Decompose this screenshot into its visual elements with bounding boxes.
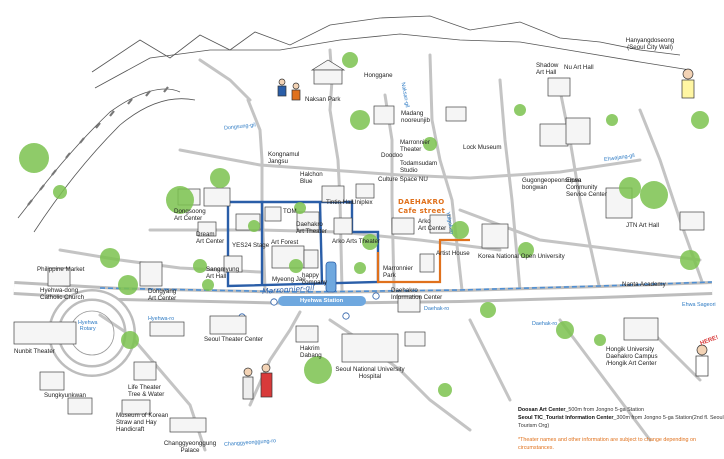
place-art-forest[interactable]: Art Forest [271,239,299,246]
place-ehwa-center[interactable]: Ehwa Community Service Center [566,177,607,198]
trees [19,52,709,397]
place-life-theater[interactable]: Life Theater Tree & Water [128,384,165,398]
place-dongyang[interactable]: Dongyang Art Center [148,288,177,302]
place-madang[interactable]: Madang nooreunjib [401,110,430,124]
road-daehak-ro: Daehak-ro [424,306,450,312]
place-arko-art-center[interactable]: Arko Art Center [418,218,447,232]
place-sangmyung[interactable]: Sangmyung Art Hall [206,266,240,280]
road-hyehwa-ro: Hyehwa-ro [148,316,175,322]
place-hakrim-dabang[interactable]: Hakrim Dabang [300,345,322,359]
place-hyehwa-church[interactable]: Hyehwa-dong Catholic Church [40,287,85,301]
place-marronnier-theater[interactable]: Marronnier Theater [400,139,430,153]
place-nunbit-theater[interactable]: Nunbit Theater [14,348,55,355]
place-dream[interactable]: Dream Art Center [196,231,225,245]
people-illustrations [242,68,709,400]
place-todamsudam[interactable]: Todamsudam Studio [400,160,438,174]
place-daehakro-info[interactable]: Daehakro Information Center [391,287,443,301]
place-hongik[interactable]: Hongik University Daehakro Campus /Hongi… [606,346,658,367]
place-arko-arts-theater[interactable]: Arko Arts Theater [332,238,381,245]
station-marker [325,261,337,293]
place-yes24-stage[interactable]: YES24 Stage [232,242,270,249]
place-artist-house[interactable]: Artist House [436,250,470,257]
place-museum-straw[interactable]: Museum of Korean Straw and Hay Handicraf… [116,412,169,433]
cafe-street-label[interactable]: DAEHAKRO Cafe street [398,198,446,215]
place-doodoo[interactable]: Doodoo [381,152,403,159]
place-naksan-park[interactable]: Naksan Park [305,96,341,103]
place-lock-museum[interactable]: Lock Museum [463,144,502,151]
place-jtn-art-hall[interactable]: JTN Art Hall [626,222,660,229]
notes-panel: Doosan Art Center_500m from Jongno 5-ga … [518,406,724,452]
place-marronnier-park[interactable]: Marronnier Park [383,265,413,279]
place-sungkyunkwan[interactable]: Sungkyunkwan [44,392,86,399]
place-halchon-blue[interactable]: Halchon Blue [300,171,323,185]
note-seoul-tic: Seoul TIC_Tourist Information Center_300… [518,415,724,429]
place-changgyeonggung[interactable]: Changgyeonggung Palace [163,440,217,454]
place-seoul-theater-center[interactable]: Seoul Theater Center [204,336,264,343]
place-hanyangdoseong[interactable]: Hanyangdoseong (Seoul City Wall) [625,37,675,51]
road-ehwa-sageori: Ehwa Sageori [682,302,716,308]
place-daehakro-art-theater[interactable]: Daehakro Art Theater [296,221,327,235]
place-gugong[interactable]: Gugongeopeonsupso bongwan [522,177,582,191]
place-snuh[interactable]: Seoul National University Hospital [335,366,405,380]
place-philippine-market[interactable]: Philippine Market [37,266,85,273]
place-shadow-art-hall[interactable]: Shadow Art Hall [536,62,559,76]
place-nu-art-hall[interactable]: Nu Art Hall [564,64,594,71]
road-hyehwa-rotary: Hyehwa Rotary [78,320,98,332]
place-dongsoong[interactable]: Dongsoong Art Center [174,208,206,222]
place-honggane[interactable]: Honggane [364,72,393,79]
daehakro-theater-box [226,200,380,288]
hyehwa-station-bar [278,296,366,306]
place-happy-company[interactable]: happy company [302,272,328,286]
city-wall [17,15,691,233]
place-tintin-hall[interactable]: Tintin Hall [326,199,354,206]
place-tom[interactable]: TOM [283,208,297,215]
place-kongnamul[interactable]: Kongnamul Jangsu [268,151,300,165]
place-myeong-jae[interactable]: Myeong Jae [272,276,306,283]
place-culture-space-nu[interactable]: Culture Space NU [378,176,428,183]
hyehwa-station-label[interactable]: Hyehwa Station [300,298,344,304]
cafe-street-route [376,238,470,284]
note-doosan: Doosan Art Center_500m from Jongno 5-ga … [518,407,644,413]
note-disclaimer: *Theater names and other information are… [518,437,697,451]
road-daehak-ro-2: Daehak-ro [532,321,558,327]
place-knou[interactable]: Korea National Open University [478,253,565,260]
place-nanta-academy[interactable]: Nanta Academy [622,281,666,288]
place-uniplex[interactable]: Uniplex [352,199,373,206]
